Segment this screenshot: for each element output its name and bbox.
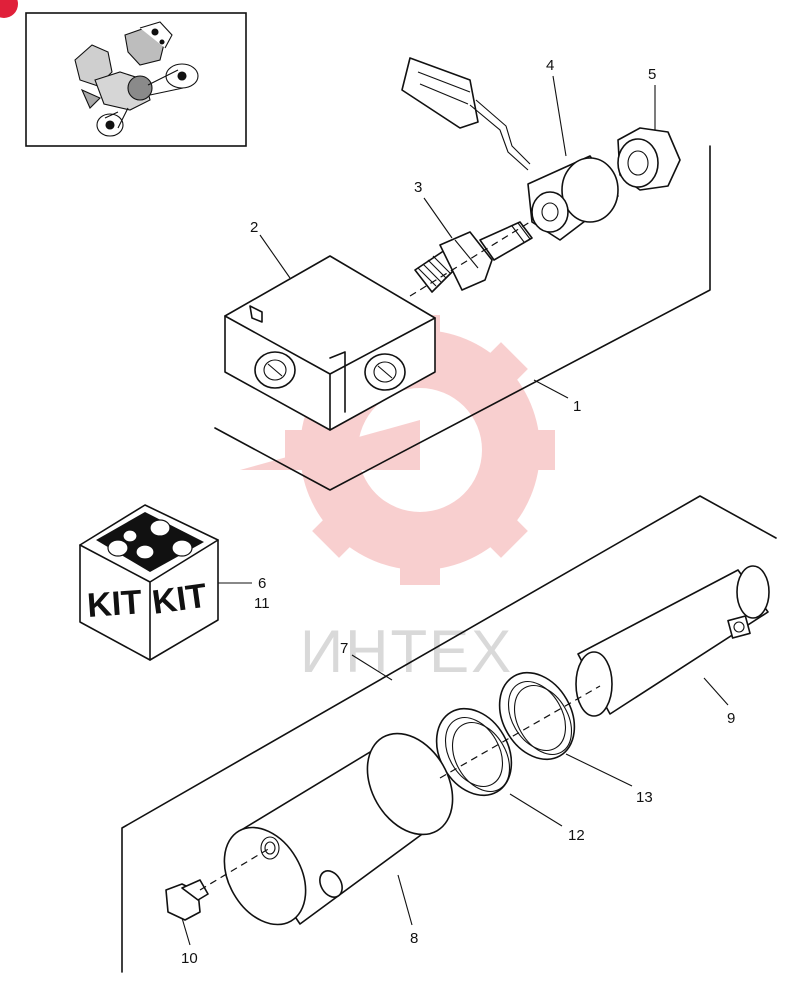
ring-part-13 [498,671,576,761]
callout-7: 7 [340,640,348,657]
leader-7 [351,654,393,681]
kit-box: KIT KIT [79,504,219,661]
kit-label-left: KIT [86,583,144,625]
leader-9 [703,677,729,706]
kit-label-right: KIT [150,577,210,622]
leader-8 [397,874,413,926]
inset-locator-thumbnail [25,12,247,147]
callout-10: 10 [181,950,198,967]
callout-9: 9 [727,710,735,727]
plug-part-10 [165,879,209,921]
callout-6: 6 [258,575,266,592]
corner-badge [0,0,18,18]
leader-2 [259,234,291,279]
callout-11: 11 [254,595,270,612]
callout-8: 8 [410,930,418,947]
axis-line-lower [199,685,601,891]
assembly-bracket-lower [121,495,777,973]
sleeve-part-9 [575,565,770,717]
nut-part-5 [617,127,681,191]
leader-10 [181,917,191,946]
callout-4: 4 [546,57,554,74]
callout-3: 3 [414,179,422,196]
callout-5: 5 [648,66,656,83]
callout-13: 13 [636,789,653,806]
solenoid-coil-part-4 [401,57,619,241]
valve-block-part-2 [224,255,436,431]
cylinder-body-part-8 [223,732,454,926]
leader-1 [533,379,569,399]
leader-12 [509,793,563,827]
callout-12: 12 [568,827,585,844]
leader-4 [552,75,567,157]
leader-3 [423,197,453,239]
callout-1: 1 [573,398,581,415]
ring-part-12 [435,707,513,797]
watermark-text: ИНТЕХ [300,618,513,685]
callout-2: 2 [250,219,258,236]
leader-13 [565,753,633,787]
assembly-bracket-upper [214,145,711,491]
